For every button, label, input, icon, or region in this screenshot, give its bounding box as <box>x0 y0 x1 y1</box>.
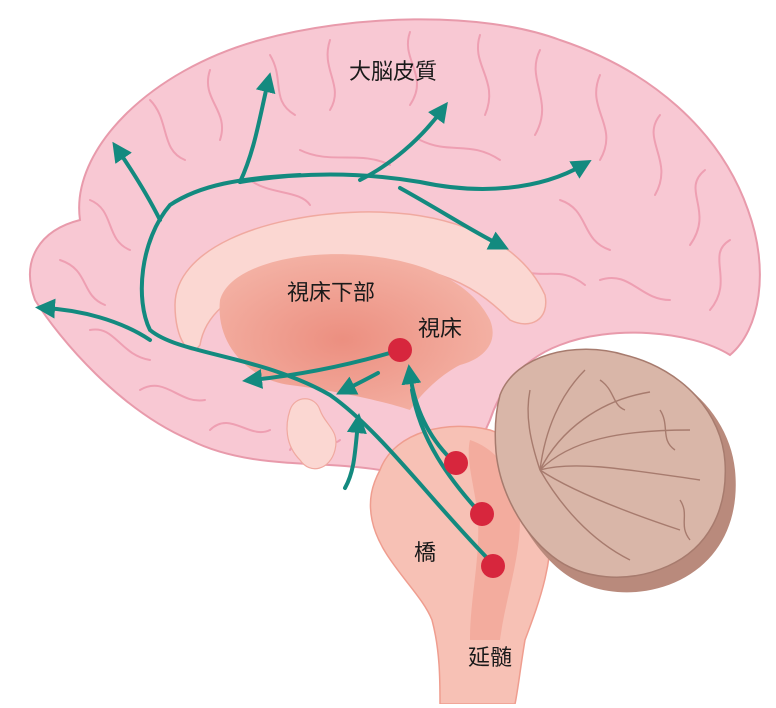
pathway-main-ascending <box>139 173 494 565</box>
pathway-to-prefrontal <box>112 141 162 222</box>
label-thalamus: 視床 <box>418 317 463 342</box>
pathway-to-parietal <box>398 186 509 250</box>
brainstem-nucleus-1 <box>444 451 468 475</box>
thalamus-nucleus <box>388 338 412 362</box>
label-medulla: 延髄 <box>468 646 513 671</box>
arousal-pathways <box>35 72 592 565</box>
label-cerebral-cortex: 大脳皮質 <box>349 60 438 85</box>
corpus-callosum <box>174 211 547 351</box>
brainstem-nucleus-2 <box>470 502 494 526</box>
pathway-upper-trunk <box>238 159 592 191</box>
pathway-to-top-middle <box>358 101 448 182</box>
label-hypothalamus: 視床下部 <box>287 281 376 306</box>
cerebellum <box>494 348 736 593</box>
pathway-thalamic-short <box>336 371 380 395</box>
pathway-to-top-front <box>238 72 276 184</box>
diencephalon <box>219 254 493 410</box>
nuclei <box>388 338 505 578</box>
hypothalamic-area <box>286 398 337 470</box>
pathway-to-frontal <box>35 298 152 342</box>
pathway-thalamic <box>242 348 402 389</box>
pathway-pons-mid <box>410 388 482 515</box>
label-pons: 橋 <box>414 541 437 566</box>
pathway-basal <box>343 413 367 490</box>
brainstem-nucleus-3 <box>481 554 505 578</box>
